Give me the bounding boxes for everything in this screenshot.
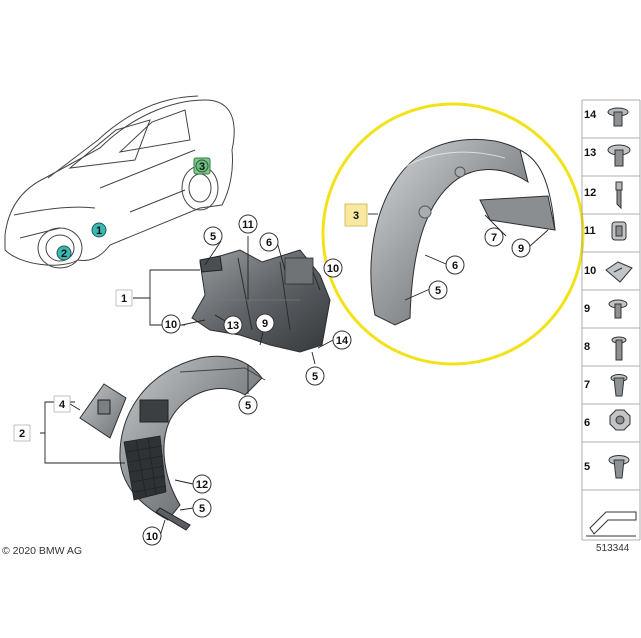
- tool-arrow-icon: [586, 511, 637, 537]
- callout-5-mid: 5: [305, 366, 325, 386]
- screw-12-icon: [615, 181, 623, 210]
- car-illustration: [4, 95, 235, 269]
- car-marker-2: 2: [56, 245, 72, 261]
- svg-text:10: 10: [146, 531, 158, 543]
- screw-14-icon: [607, 107, 629, 127]
- wheel-arch-liner-lower: [119, 355, 266, 531]
- svg-text:5: 5: [245, 400, 251, 412]
- callout-6-right: 6: [445, 255, 465, 275]
- callout-9-mid: 9: [255, 313, 275, 333]
- svg-text:14: 14: [336, 335, 349, 347]
- sidebar-label-11: 11: [584, 225, 596, 237]
- svg-text:12: 12: [196, 479, 208, 491]
- svg-text:6: 6: [452, 260, 458, 272]
- label-part-2: 2: [13, 424, 31, 442]
- callout-5-upper: 5: [203, 226, 223, 246]
- svg-text:3: 3: [199, 161, 205, 173]
- highlight-circle: [321, 102, 585, 366]
- svg-text:7: 7: [491, 232, 497, 244]
- svg-text:2: 2: [61, 248, 67, 260]
- svg-text:1: 1: [121, 293, 127, 305]
- callout-11: 11: [238, 214, 258, 234]
- callout-6-upper: 6: [259, 232, 279, 252]
- svg-text:5: 5: [312, 371, 318, 383]
- label-part-3: 3: [344, 203, 368, 227]
- label-part-4: 4: [53, 395, 71, 413]
- sidebar-label-6: 6: [584, 417, 590, 429]
- sidebar-label-8: 8: [584, 341, 590, 353]
- svg-text:6: 6: [266, 237, 272, 249]
- car-marker-3: 3: [193, 157, 211, 175]
- svg-text:9: 9: [518, 243, 524, 255]
- svg-text:5: 5: [435, 285, 441, 297]
- callout-13: 13: [223, 315, 243, 335]
- wheel-arch-liner-upper: [191, 249, 331, 353]
- nut-6-icon: [609, 409, 631, 431]
- clip-7-icon: [610, 374, 628, 397]
- callout-10-mid: 10: [161, 314, 181, 334]
- svg-text:2: 2: [19, 428, 25, 440]
- svg-text:5: 5: [199, 503, 205, 515]
- copyright-text: © 2020 BMW AG: [2, 545, 83, 557]
- sidebar-label-10: 10: [584, 265, 596, 277]
- callout-7-right: 7: [484, 227, 504, 247]
- sidebar-label-14: 14: [584, 109, 597, 121]
- svg-text:5: 5: [210, 231, 216, 243]
- svg-text:10: 10: [327, 263, 339, 275]
- rivet-9-icon: [608, 299, 628, 319]
- callout-5-bottom: 5: [192, 498, 212, 518]
- callout-5-lower: 5: [238, 395, 258, 415]
- sidebar-label-9: 9: [584, 303, 590, 315]
- svg-text:1: 1: [96, 225, 102, 237]
- sidebar-label-7: 7: [584, 379, 590, 391]
- nut-11-icon: [611, 221, 627, 241]
- label-part-1: 1: [115, 289, 133, 307]
- callout-12: 12: [192, 474, 212, 494]
- callout-14: 14: [332, 330, 352, 350]
- car-marker-1: 1: [91, 222, 107, 238]
- clip-5-icon: [608, 455, 630, 479]
- screw-13-icon: [607, 144, 631, 167]
- fastener-sidebar: 14 13 12 11 10 9: [581, 99, 641, 541]
- sidebar-label-5: 5: [584, 461, 590, 473]
- clip-10-icon: [605, 261, 633, 283]
- callout-10-upper: 10: [323, 258, 343, 278]
- svg-text:10: 10: [165, 319, 177, 331]
- svg-text:3: 3: [353, 210, 359, 222]
- pin-8-icon: [611, 336, 627, 361]
- document-number: 513344: [596, 543, 630, 554]
- wheel-arch-liner-rear: [370, 138, 556, 326]
- sidebar-label-12: 12: [584, 187, 596, 199]
- svg-text:11: 11: [242, 219, 254, 231]
- callout-9-right: 9: [511, 238, 531, 258]
- bracket-part-4: [79, 383, 127, 439]
- callout-10-bottom: 10: [142, 526, 162, 546]
- svg-text:4: 4: [59, 399, 66, 411]
- sidebar-label-13: 13: [584, 147, 596, 159]
- svg-text:13: 13: [227, 320, 239, 332]
- callout-5-right: 5: [428, 280, 448, 300]
- svg-text:9: 9: [262, 318, 268, 330]
- liner-vent-grille: [123, 435, 167, 501]
